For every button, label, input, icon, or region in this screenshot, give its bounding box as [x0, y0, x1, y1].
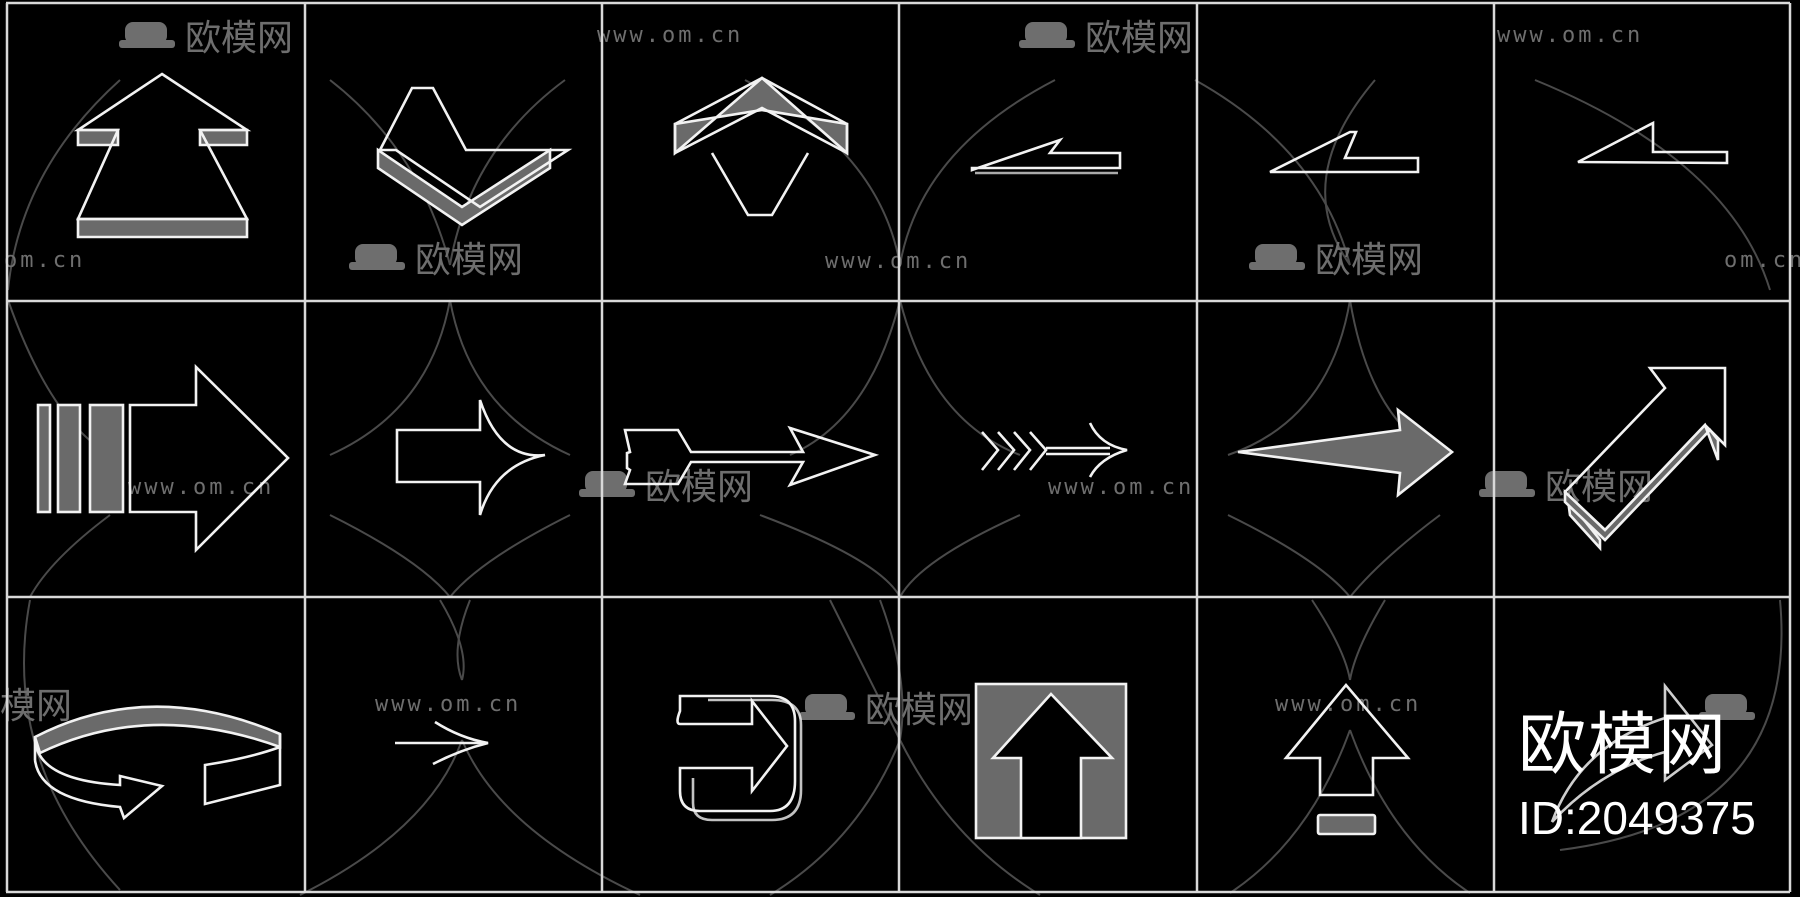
watermark-url: www.om.cn: [1275, 692, 1421, 717]
watermark-brand-logo: 欧模网: [579, 467, 753, 508]
watermark-url-partial: om.cn: [1724, 248, 1800, 273]
svg-text:欧模网: 欧模网: [415, 240, 523, 281]
watermark-url: www.om.cn: [1497, 23, 1643, 48]
watermark-url: www.om.cn: [597, 23, 743, 48]
watermark-url: www.om.cn: [375, 692, 521, 717]
watermark-brand-logo: 欧模网: [1249, 240, 1423, 281]
brand-badge-id: ID:2049375: [1518, 792, 1756, 844]
watermark-brand-logo: 欧模网: [349, 240, 523, 281]
tapered-right-arrow-icon: [1237, 407, 1455, 498]
striped-right-arrow-icon: [36, 363, 290, 554]
watermark-brand-logo: 欧模网: [119, 18, 293, 59]
circular-rotate-arrow-icon: [33, 705, 282, 821]
half-arrow-left-thin-3d-icon: [970, 137, 1122, 175]
svg-text:欧模网: 欧模网: [865, 690, 973, 731]
watermark-brand-logo: 欧模网: [1019, 18, 1193, 59]
up-arrow-with-bar-icon: [1283, 682, 1411, 836]
watermark-url: www.om.cn: [825, 249, 971, 274]
thin-right-arrow-icon: [395, 720, 489, 766]
watermark-brand-text: 欧模网: [185, 18, 293, 59]
half-arrow-left-icon: [1269, 130, 1420, 174]
feathered-right-arrow-icon: [623, 425, 880, 488]
svg-text:欧模网: 欧模网: [645, 467, 753, 508]
watermark-brand-partial: 模网: [0, 686, 72, 727]
u-turn-right-arrow-3d-icon: [676, 694, 803, 822]
chevron-up-arrow-3d-icon: [673, 76, 849, 217]
diagonal-up-right-arrow-3d-icon: [1563, 366, 1727, 552]
watermark-brand-logo: 欧模网: [799, 690, 973, 731]
watermark-url: www.om.cn: [128, 475, 274, 500]
up-arrow-in-box-icon: [974, 682, 1128, 840]
brand-badge-name: 欧模网: [1518, 706, 1729, 785]
sweep-right-arrow-icon: [1550, 682, 1714, 823]
watermark-url: www.om.cn: [1048, 475, 1194, 500]
watermark-brand-logo: [1699, 694, 1755, 720]
cell-grid: [5, 1, 1792, 894]
curved-head-right-arrow-icon: [395, 399, 546, 516]
decorative-arcs: [7, 79, 1783, 896]
watermark-url-partial: om.cn: [4, 248, 85, 273]
fletched-right-arrow-icon: [980, 422, 1128, 478]
svg-text:欧模网: 欧模网: [1085, 18, 1193, 59]
svg-text:欧模网: 欧模网: [1315, 240, 1423, 281]
chevron-down-arrow-3d-icon: [376, 86, 573, 227]
bold-up-arrow-3d-icon: [73, 72, 252, 239]
half-arrow-left-small-icon: [1577, 120, 1729, 165]
